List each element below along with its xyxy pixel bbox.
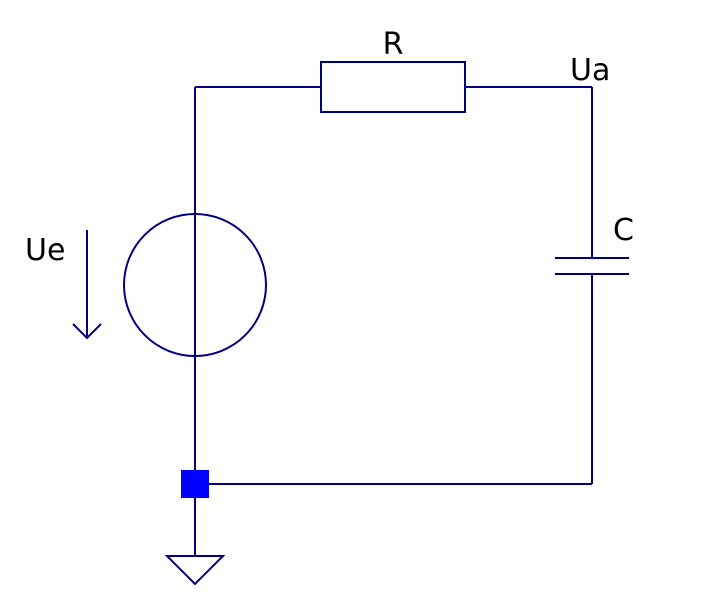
junction-node <box>181 470 209 498</box>
ground-icon <box>164 555 226 586</box>
resistor-body <box>320 61 466 113</box>
wires <box>194 86 593 556</box>
capacitor <box>555 257 629 275</box>
output-voltage-label: Ua <box>570 53 610 88</box>
capacitor-label: C <box>613 213 634 248</box>
input-voltage-label: Ue <box>25 233 65 268</box>
voltage-source <box>123 213 267 357</box>
resistor-label: R <box>383 27 404 62</box>
arrow-head <box>72 323 102 340</box>
voltage-arrow <box>72 230 102 340</box>
